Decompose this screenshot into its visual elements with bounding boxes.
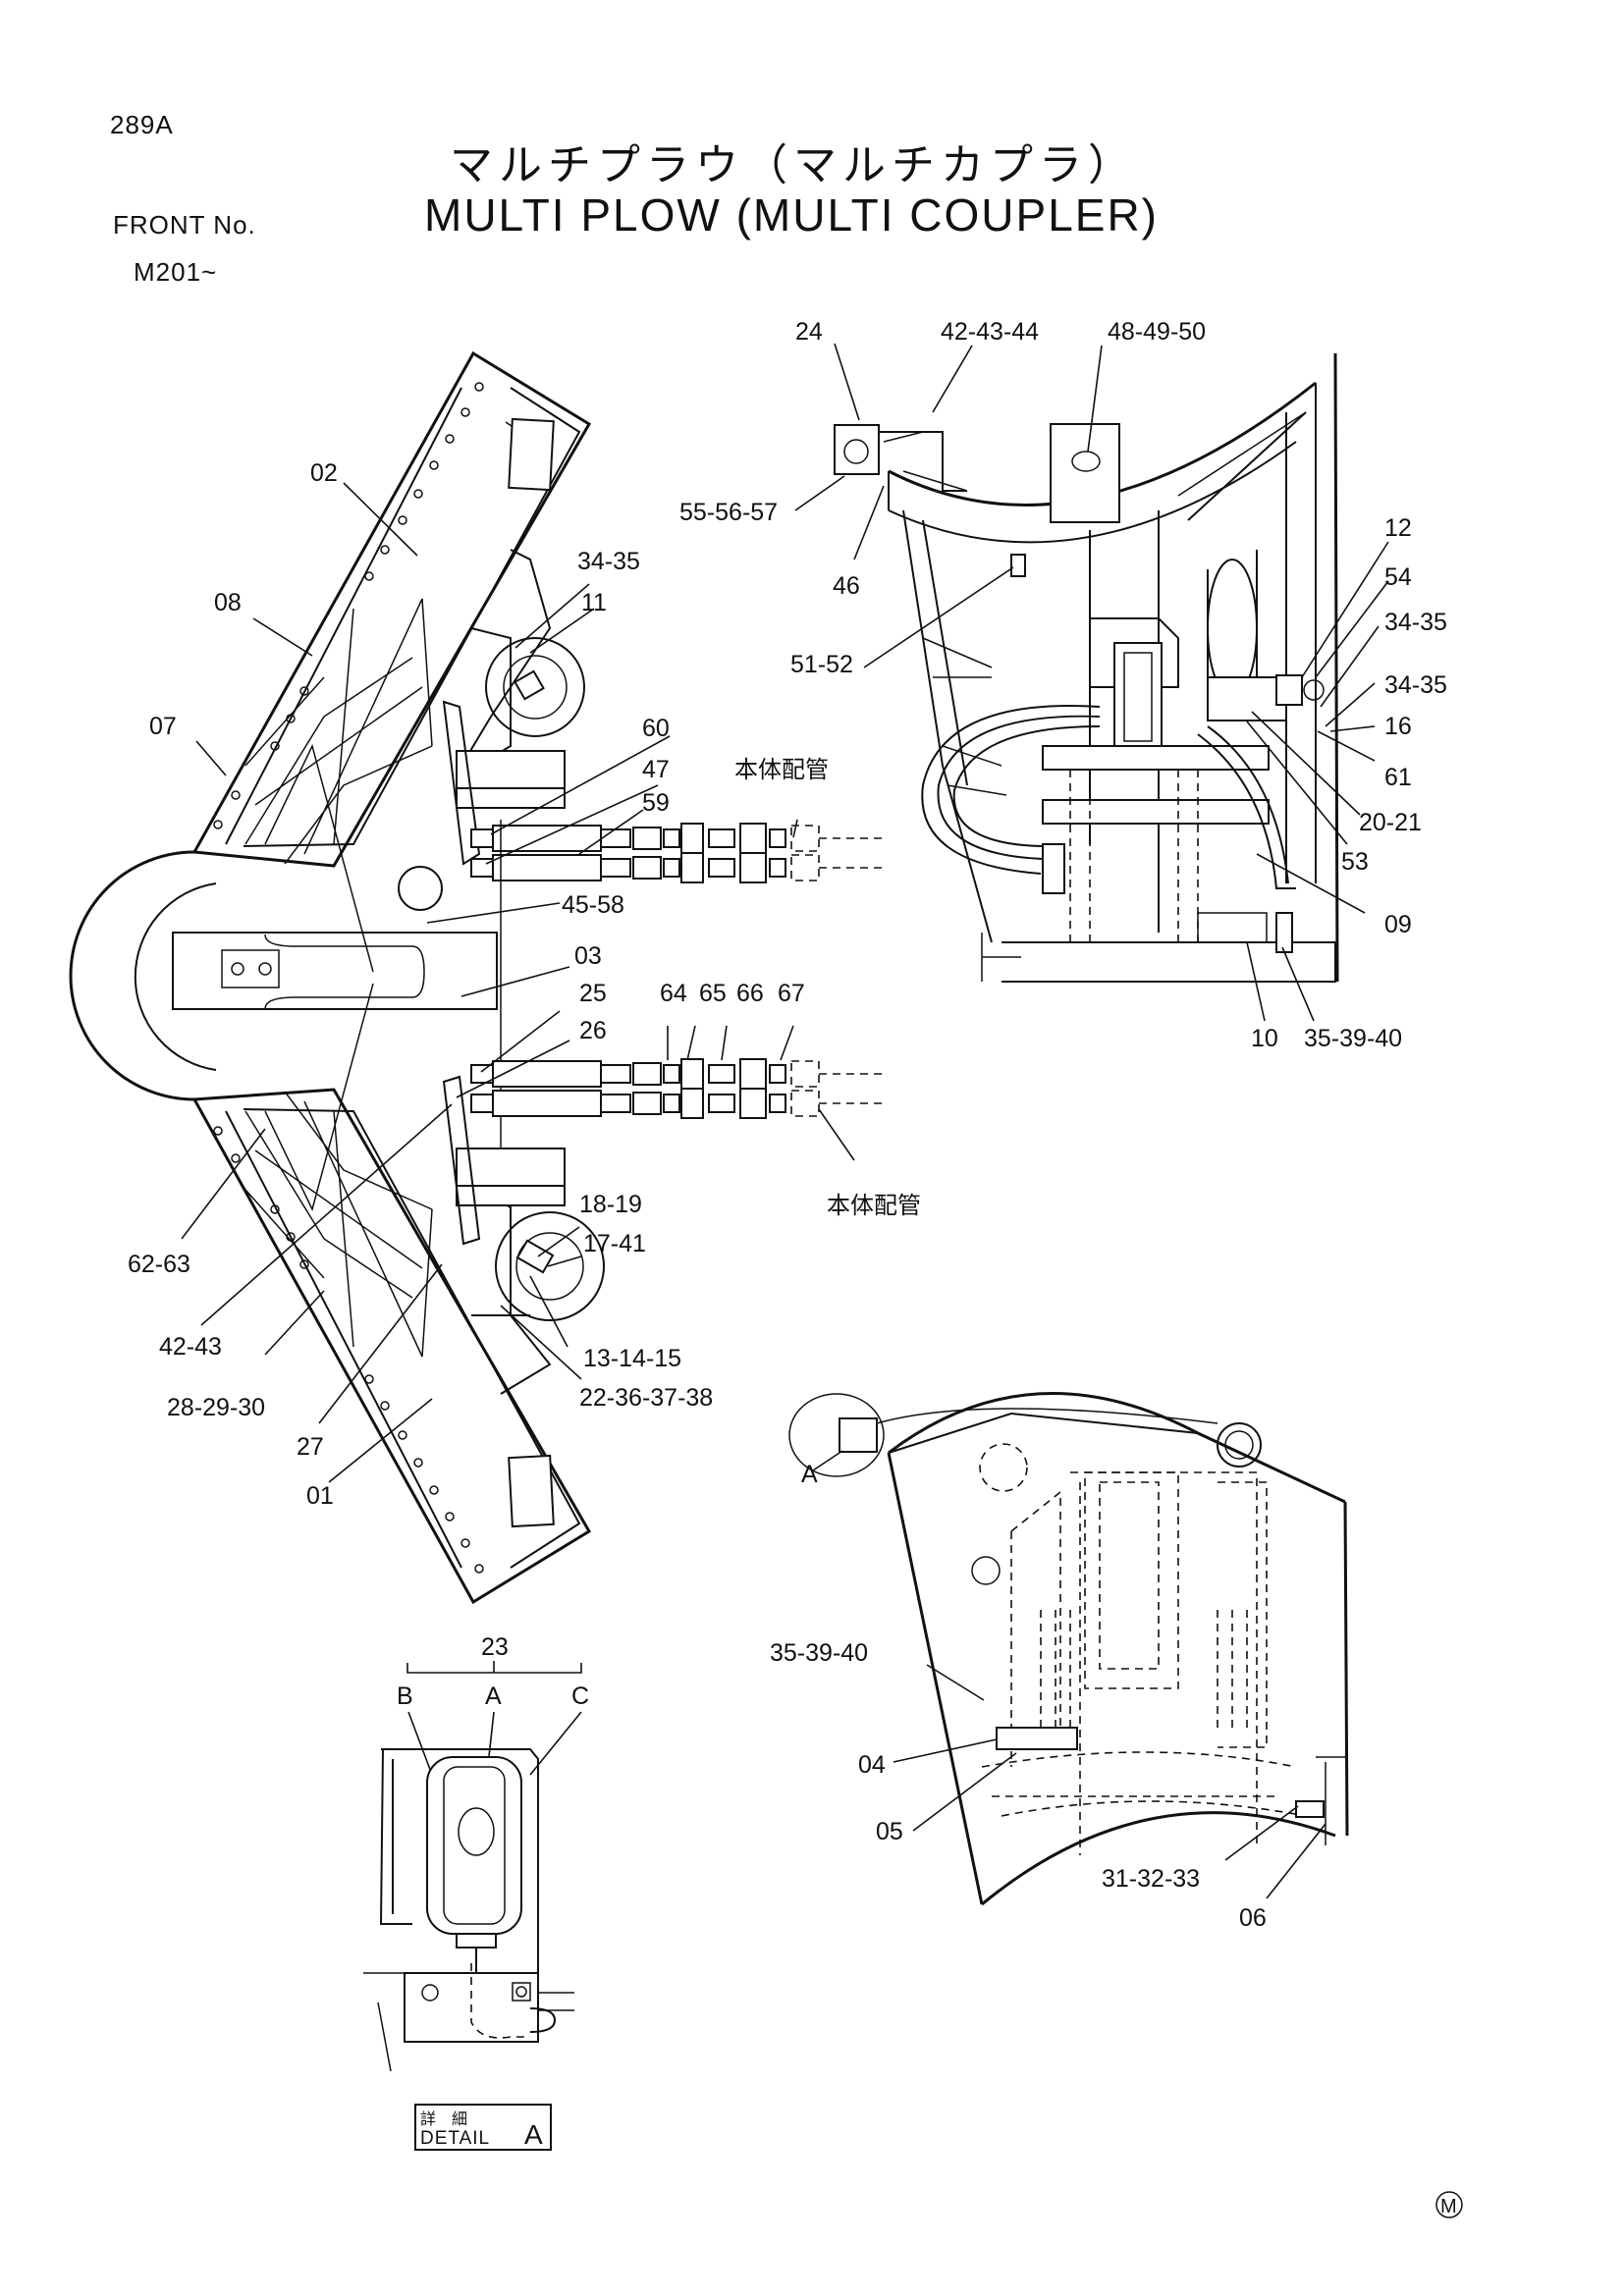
detail-caption-letter: A — [524, 2119, 543, 2150]
callout-C: C — [571, 1682, 589, 1710]
callout-59: 59 — [642, 789, 670, 817]
callout-65: 65 — [699, 980, 727, 1007]
callout-51-52: 51-52 — [790, 651, 853, 678]
detail-caption-jp: 詳 細 — [420, 2109, 467, 2128]
callout-23: 23 — [481, 1633, 509, 1661]
callout-13-14-15: 13-14-15 — [583, 1345, 681, 1372]
serial-number: M201~ — [134, 257, 218, 287]
callout-22-36-37-38: 22-36-37-38 — [579, 1384, 713, 1412]
callout-31-32-33: 31-32-33 — [1102, 1865, 1200, 1893]
callout-27: 27 — [297, 1433, 324, 1461]
callout-47: 47 — [642, 756, 670, 783]
manufacturer-mark-circle — [1435, 2191, 1463, 2218]
callout-18-19: 18-19 — [579, 1191, 642, 1218]
callout-48-49-50: 48-49-50 — [1108, 318, 1206, 346]
callout-07: 07 — [149, 713, 177, 740]
front-no-label: FRONT No. — [113, 210, 256, 240]
callout-34-35-lower: 34-35 — [1384, 671, 1447, 699]
callout-34-35: 34-35 — [577, 548, 640, 575]
lower-hose-assembly — [470, 1058, 884, 1119]
plow-assembly-drawing — [69, 350, 884, 1605]
callout-26: 26 — [579, 1017, 607, 1044]
callout-61: 61 — [1384, 764, 1412, 791]
callout-34-35-upper: 34-35 — [1384, 609, 1447, 636]
callout-16: 16 — [1384, 713, 1412, 740]
manufacturer-mark: M — [1440, 2196, 1457, 2217]
detail-a-drawing — [363, 1661, 582, 2151]
title-japanese: マルチプラウ（マルチカプラ） — [450, 140, 1137, 190]
callout-06: 06 — [1239, 1904, 1267, 1932]
coupler-assembly-drawing — [834, 352, 1339, 983]
callout-08: 08 — [214, 589, 242, 616]
callout-46: 46 — [833, 572, 860, 600]
callout-35-39-40-bottom: 35-39-40 — [770, 1639, 868, 1667]
callout-02: 02 — [310, 459, 338, 487]
callout-66: 66 — [736, 980, 764, 1007]
callout-62-63: 62-63 — [128, 1251, 190, 1278]
callout-10: 10 — [1251, 1025, 1278, 1052]
callout-60: 60 — [642, 715, 670, 742]
detail-caption-en: DETAIL — [420, 2128, 490, 2149]
callout-03: 03 — [574, 942, 602, 970]
callout-A: A — [801, 1461, 818, 1488]
callout-35-39-40-top: 35-39-40 — [1304, 1025, 1402, 1052]
callout-25: 25 — [579, 980, 607, 1007]
callout-A-detail: A — [485, 1682, 502, 1710]
callout-64: 64 — [660, 980, 687, 1007]
callout-05: 05 — [876, 1818, 903, 1845]
callout-54: 54 — [1384, 563, 1412, 591]
callout-53: 53 — [1341, 848, 1369, 876]
mount-assembly-drawing — [788, 1392, 1349, 1906]
page-code: 289A — [110, 110, 174, 139]
callout-11: 11 — [581, 589, 607, 616]
callout-24: 24 — [795, 318, 823, 346]
callout-17-41: 17-41 — [583, 1230, 646, 1257]
callout-04: 04 — [858, 1751, 886, 1779]
callout-42-43-44: 42-43-44 — [941, 318, 1039, 346]
title-english: MULTI PLOW (MULTI COUPLER) — [424, 189, 1159, 240]
callout-01: 01 — [306, 1482, 334, 1510]
callout-09: 09 — [1384, 911, 1412, 938]
callout-body-piping-bottom: 本体配管 — [827, 1192, 921, 1219]
upper-hose-assembly — [470, 823, 884, 883]
callout-body-piping-top: 本体配管 — [734, 756, 829, 783]
callout-67: 67 — [778, 980, 805, 1007]
callout-B: B — [397, 1682, 413, 1710]
callout-45-58: 45-58 — [562, 891, 624, 919]
callout-42-43: 42-43 — [159, 1333, 222, 1361]
callout-55-56-57: 55-56-57 — [679, 499, 778, 526]
callout-28-29-30: 28-29-30 — [167, 1394, 265, 1421]
callout-12: 12 — [1384, 514, 1412, 542]
callout-20-21: 20-21 — [1359, 809, 1422, 836]
